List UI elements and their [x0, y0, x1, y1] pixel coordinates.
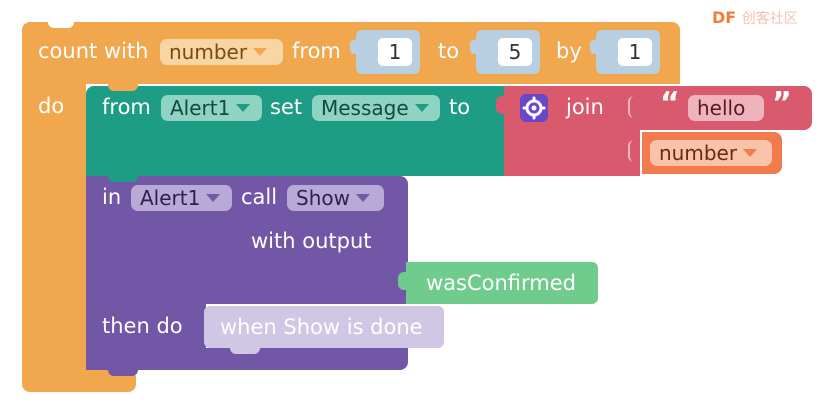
- from-number-value[interactable]: 1: [378, 38, 412, 66]
- chevron-down-icon: [414, 103, 429, 112]
- loop-from-label: from: [292, 39, 341, 63]
- watermark: DF 创客社区: [712, 8, 798, 28]
- was-confirmed-parameter[interactable]: wasConfirmed: [406, 262, 598, 304]
- call-method-dropdown[interactable]: Show: [287, 185, 384, 211]
- loop-top-notch: [48, 22, 74, 28]
- loop-footer-bar: [22, 370, 136, 392]
- call-method-label: Show: [296, 186, 350, 210]
- loop-variable-label: number: [169, 40, 248, 64]
- setter-property-dropdown[interactable]: Message: [312, 95, 440, 121]
- call-bottom-nub: [108, 368, 138, 376]
- call-component-dropdown[interactable]: Alert1: [131, 185, 232, 211]
- from-number-slot[interactable]: 1: [350, 30, 420, 74]
- when-show-done-label: when Show is done: [220, 315, 423, 339]
- watermark-text: 创客社区: [741, 11, 798, 27]
- loop-spine: [22, 60, 86, 390]
- placeholder-nub: [230, 346, 260, 354]
- call-top-notch: [108, 174, 138, 182]
- setter-set-label: set: [270, 95, 303, 119]
- with-output-label: with output: [251, 229, 372, 253]
- then-do-label: then do: [102, 314, 183, 338]
- text-hello-value: hello: [697, 96, 746, 120]
- watermark-brand: DF: [712, 8, 737, 27]
- by-number-slot[interactable]: 1: [590, 30, 660, 74]
- to-number-value[interactable]: 5: [498, 38, 532, 66]
- to-number-slot[interactable]: 5: [470, 30, 540, 74]
- number-variable-label: number: [659, 141, 738, 165]
- number-variable-getter[interactable]: number: [642, 132, 782, 174]
- when-show-done-placeholder[interactable]: when Show is done: [204, 306, 444, 348]
- text-hello-block[interactable]: “ hello ”: [640, 86, 812, 130]
- call-in-label: in: [102, 185, 122, 209]
- setter-from-label: from: [102, 95, 151, 119]
- setter-component-dropdown[interactable]: Alert1: [161, 95, 262, 121]
- setter-property-label: Message: [321, 96, 409, 120]
- text-hello-field[interactable]: hello: [688, 95, 764, 121]
- join-label: join: [566, 95, 604, 119]
- chevron-down-icon: [236, 103, 251, 112]
- join-mutator-button[interactable]: [520, 94, 548, 122]
- setter-to-label: to: [449, 95, 471, 119]
- call-footer: [86, 348, 408, 370]
- chevron-down-icon: [253, 47, 268, 56]
- setter-component-label: Alert1: [170, 96, 231, 120]
- call-component-label: Alert1: [140, 186, 201, 210]
- loop-to-label: to: [438, 39, 460, 63]
- chevron-down-icon: [355, 193, 370, 202]
- setter-top-notch: [108, 84, 138, 91]
- loop-do-label: do: [38, 94, 65, 118]
- chevron-down-icon: [206, 193, 221, 202]
- number-variable-dropdown[interactable]: number: [650, 140, 772, 166]
- call-call-label: call: [241, 185, 278, 209]
- by-number-value[interactable]: 1: [618, 38, 652, 66]
- was-confirmed-nib: [398, 272, 410, 290]
- loop-by-label: by: [556, 39, 582, 63]
- loop-count-with-label: count with: [38, 39, 149, 63]
- open-quote-icon: “: [660, 86, 680, 121]
- was-confirmed-label: wasConfirmed: [426, 271, 577, 295]
- chevron-down-icon: [743, 148, 758, 157]
- join-socket-2: [628, 140, 634, 162]
- gear-icon: [522, 96, 546, 120]
- join-plug-nib: [496, 96, 508, 114]
- loop-variable-dropdown[interactable]: number: [160, 39, 283, 65]
- join-socket-1: [628, 96, 634, 118]
- close-quote-icon: ”: [772, 86, 792, 121]
